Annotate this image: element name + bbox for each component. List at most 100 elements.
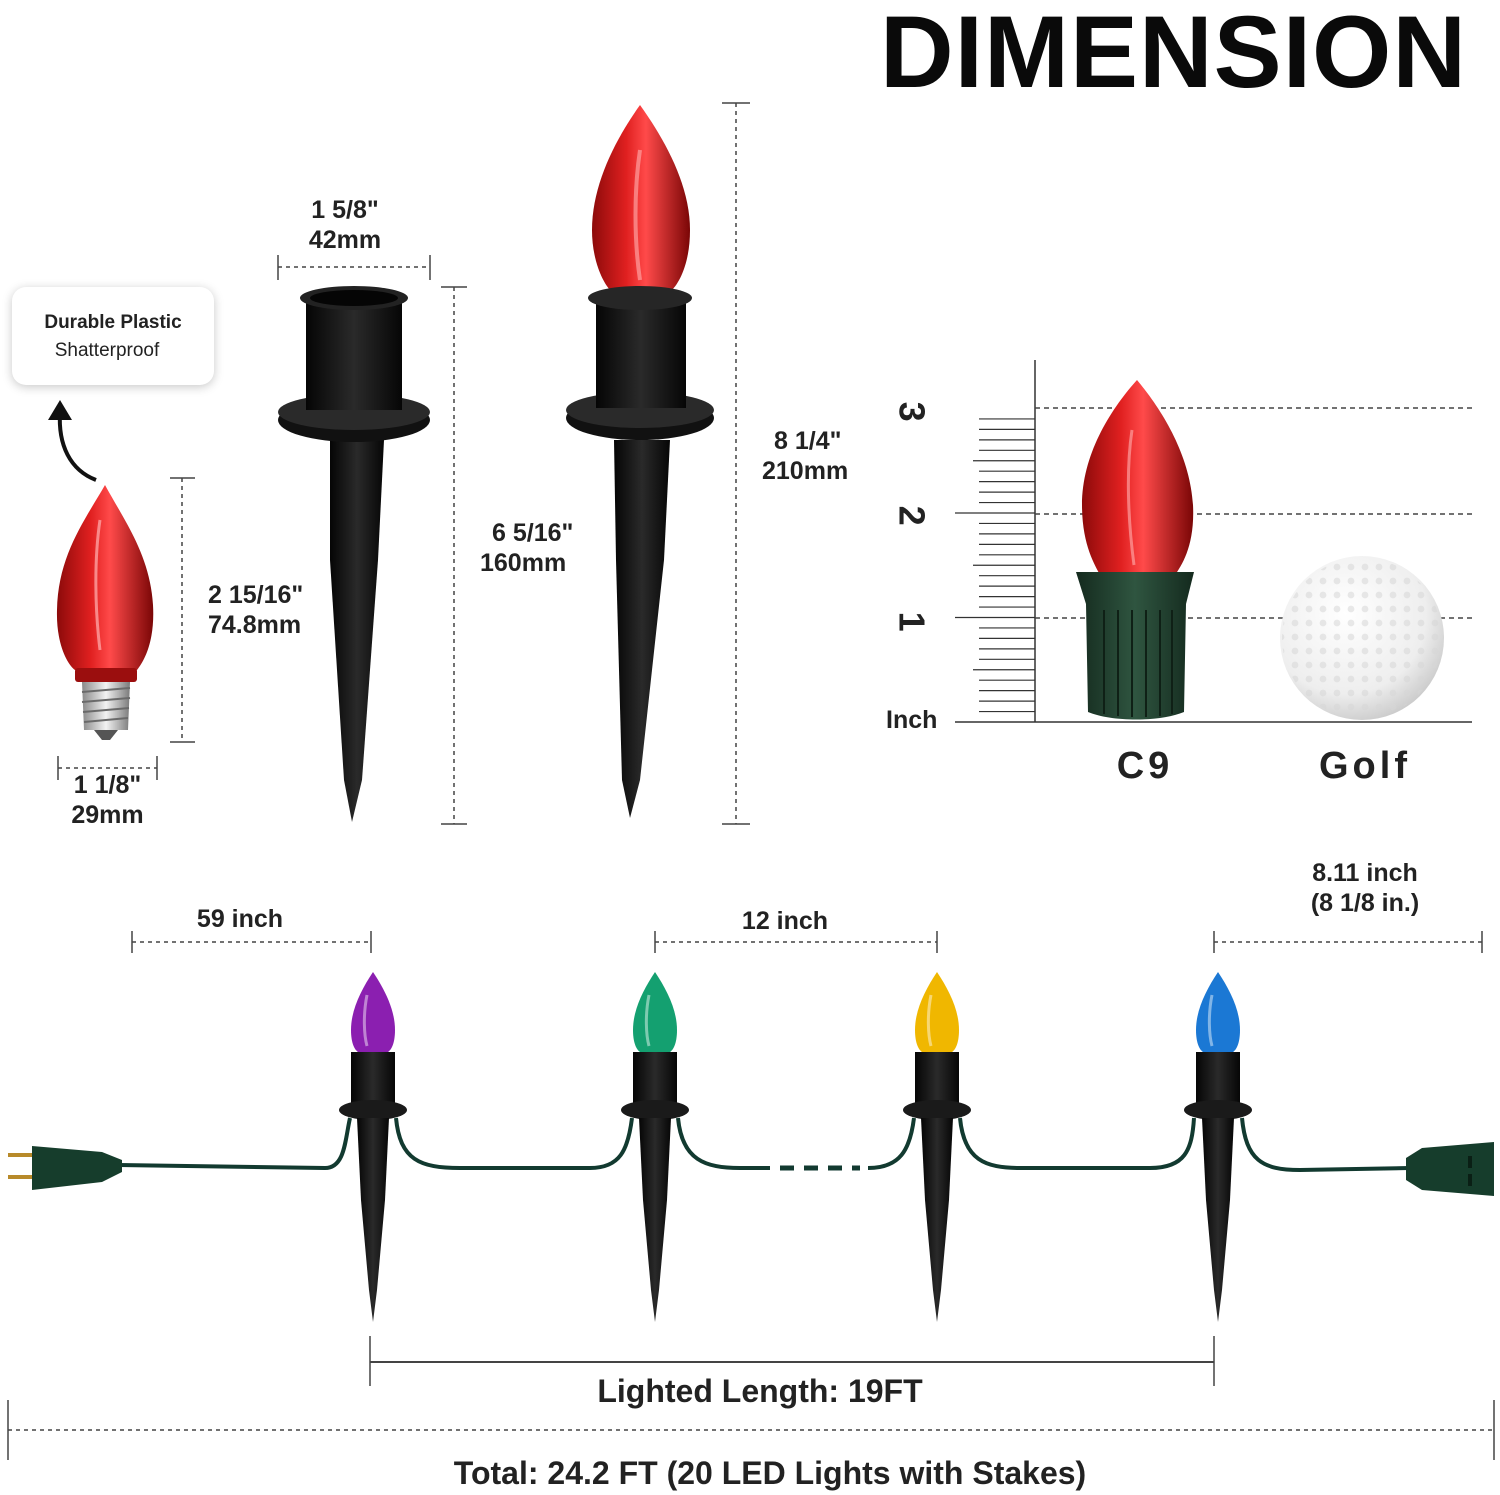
empty-stake: [278, 286, 430, 822]
bulb-width-label: 1 1/8" 29mm: [50, 770, 165, 830]
assembled-height-label: 8 1/4" 210mm: [762, 426, 848, 486]
screw-tip: [94, 730, 118, 740]
c9-bulb-filament: [1126, 429, 1136, 566]
arrow-curve: [57, 411, 97, 482]
dimension-ends: [57, 102, 750, 825]
callout-line-2: Shatterproof: [54, 340, 160, 361]
ruler-tick-3: 3: [891, 401, 933, 422]
string-stake-flange: [1184, 1100, 1252, 1120]
bulb-neck: [75, 668, 137, 682]
string-stake: [1184, 972, 1252, 1322]
stake-cup-opening: [310, 290, 398, 306]
lighted-length-label: Lighted Length: 19FT: [597, 1373, 923, 1409]
wire-segment: [958, 1117, 1196, 1170]
string-bulb: [915, 972, 959, 1052]
string-stake-spike: [357, 1118, 389, 1322]
string-stake-spike: [921, 1118, 953, 1322]
ruler-tick-1: 1: [891, 611, 933, 632]
stake-height-imperial: 6 5/16": [492, 519, 574, 547]
c9-socket: [1076, 572, 1194, 720]
wire-end: [1240, 1117, 1411, 1173]
wire-lead: [117, 1117, 352, 1171]
string-stake-flange: [621, 1100, 689, 1120]
string-stake-spike: [639, 1118, 671, 1322]
bulb-height-metric: 74.8mm: [208, 611, 302, 639]
plug-prong: [8, 1153, 34, 1157]
c9-socket-ribs: [1103, 610, 1173, 717]
male-plug: [8, 1146, 122, 1190]
string-stake-cup: [915, 1052, 959, 1106]
string-bulb-highlight: [644, 994, 651, 1047]
stake-cup-rim: [588, 286, 692, 310]
string-bulb: [1196, 972, 1240, 1052]
assembled-height-metric: 210mm: [762, 457, 849, 485]
string-stake-spike: [1202, 1118, 1234, 1322]
bulb-width-metric: 29mm: [71, 801, 144, 829]
size-comparison: [955, 360, 1472, 723]
c9-label: C9: [1116, 745, 1174, 787]
stake-width-metric: 42mm: [308, 226, 382, 254]
loose-bulb: [56, 485, 154, 740]
wire-segment: [394, 1117, 634, 1170]
string-stake-flange: [903, 1100, 971, 1120]
plug-slot: [1468, 1174, 1472, 1186]
end-length-line-2: (8 1/8 in.): [1310, 889, 1420, 917]
assembled-stake: [566, 105, 714, 818]
string-bulb-highlight: [926, 994, 933, 1047]
stake-width-label: 1 5/8" 42mm: [290, 195, 400, 255]
bulb-height-imperial: 2 15/16": [208, 581, 304, 609]
stake-cup: [596, 300, 686, 408]
string-stakes: [339, 972, 1252, 1322]
ruler-tick-2: 2: [891, 505, 933, 526]
stake-spike: [614, 440, 670, 818]
c9-bulb-glass: [1082, 380, 1194, 575]
plug-body: [32, 1146, 122, 1190]
string-bulb-highlight: [1207, 994, 1214, 1047]
string-stake: [621, 972, 689, 1322]
string-bulb-highlight: [362, 994, 369, 1047]
bulb-spacing-label: 12 inch: [741, 907, 829, 935]
assembled-height-imperial: 8 1/4": [774, 427, 842, 455]
wire-segment: [867, 1117, 916, 1170]
dimension-lines: [58, 103, 737, 824]
ruler-unit-label: Inch: [886, 706, 938, 734]
string-stake-cup: [1196, 1052, 1240, 1106]
bulb-glass: [56, 485, 154, 670]
stake-width-imperial: 1 5/8": [311, 196, 379, 224]
plug-body: [1406, 1142, 1494, 1196]
wire-segment: [676, 1117, 770, 1170]
arrow-head: [48, 400, 72, 420]
string-stake: [339, 972, 407, 1322]
end-length-line-1: 8.11 inch: [1312, 859, 1418, 887]
string-stake-flange: [339, 1100, 407, 1120]
ruler-ticks: [955, 418, 1035, 713]
light-string: [7, 931, 1495, 1460]
bulb-height-label: 2 15/16" 74.8mm: [208, 580, 303, 640]
callout-line-1: Durable Plastic: [44, 312, 182, 333]
string-bulb: [351, 972, 395, 1052]
bulb-filament: [633, 149, 642, 281]
screw-threads: [81, 687, 131, 723]
stake-height-label: 6 5/16" 160mm: [480, 518, 573, 578]
end-length-label: 8.11 inch (8 1/8 in.): [1290, 858, 1440, 918]
string-stake-cup: [351, 1052, 395, 1106]
plug-slot: [1468, 1156, 1472, 1168]
total-length-label: Total: 24.2 FT (20 LED Lights with Stake…: [453, 1455, 1087, 1491]
plug-prong: [8, 1175, 34, 1179]
female-plug: [1406, 1142, 1494, 1196]
string-dimension-ends: [7, 931, 1495, 1460]
bulb-glass: [592, 105, 690, 292]
material-callout: Durable Plastic Shatterproof: [12, 287, 214, 385]
string-dimension-lines: [8, 941, 1494, 1431]
bulb-width-imperial: 1 1/8": [73, 771, 142, 799]
bulb-filament: [94, 519, 102, 651]
lead-length-label: 59 inch: [196, 905, 284, 933]
golf-ball-dimples: [1282, 558, 1442, 718]
stake-spike: [330, 440, 384, 822]
page-title: DIMENSION: [880, 0, 1468, 109]
stake-cup: [306, 298, 402, 410]
string-stake-cup: [633, 1052, 677, 1106]
stake-height-metric: 160mm: [480, 549, 567, 577]
